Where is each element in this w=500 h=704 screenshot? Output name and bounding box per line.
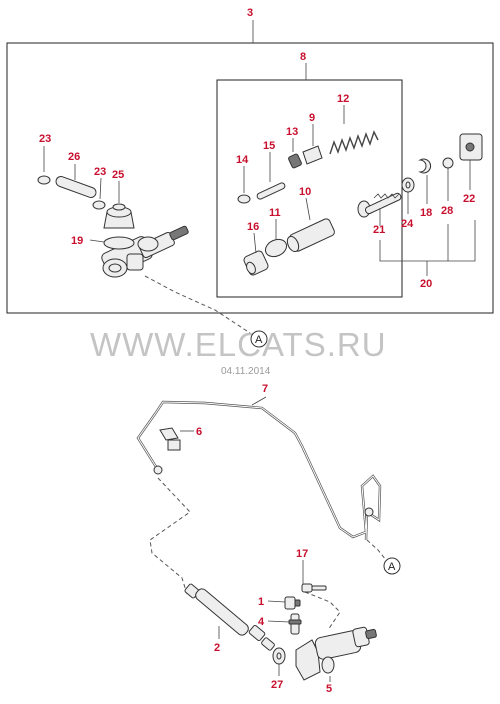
spring-12-part — [329, 130, 379, 155]
label-9: 9 — [309, 112, 315, 124]
label-2: 2 — [214, 642, 220, 654]
label-22: 22 — [463, 193, 475, 205]
label-28: 28 — [441, 205, 453, 217]
hose-26-part — [55, 176, 97, 198]
clip-23-lower-part — [92, 200, 106, 210]
washer-28-part — [442, 157, 454, 169]
label-15: 15 — [263, 140, 275, 152]
clip-18-part — [418, 158, 432, 174]
leader-16 — [253, 232, 257, 254]
label-14: 14 — [236, 154, 249, 166]
label-23-lower: 23 — [94, 166, 106, 178]
dashed-to-ref-a-bottom — [366, 539, 387, 561]
slave-cylinder-5-part — [295, 626, 377, 681]
pipe-7-part — [136, 400, 382, 541]
ref-a-bottom-text: A — [388, 561, 396, 573]
fitting-4-part — [288, 613, 302, 635]
bracket-20-frame — [379, 220, 476, 262]
pushrod-15-part — [256, 182, 286, 200]
label-5: 5 — [326, 683, 332, 695]
label-12: 12 — [337, 93, 349, 105]
label-27: 27 — [271, 679, 283, 691]
master-cylinder-assembly-box — [6, 42, 494, 314]
washer-27-hole — [276, 652, 282, 660]
reservoir-cap-25-part — [103, 203, 135, 229]
label-23-upper: 23 — [39, 133, 51, 145]
label-8: 8 — [300, 51, 306, 63]
label-25: 25 — [112, 169, 124, 181]
label-4: 4 — [258, 616, 265, 628]
watermark-text: WWW.ELCATS.RU — [90, 326, 387, 363]
repair-kit-box — [216, 79, 403, 298]
pipe-fitting-right — [364, 507, 374, 517]
label-3: 3 — [247, 7, 253, 19]
master-cylinder-part — [101, 225, 189, 278]
label-21: 21 — [373, 224, 385, 236]
pushrod-21-part — [357, 192, 402, 218]
label-10: 10 — [299, 186, 311, 198]
label-18: 18 — [420, 207, 432, 219]
clip-6-part — [159, 427, 181, 451]
label-26: 26 — [68, 151, 80, 163]
leader-4 — [267, 620, 290, 623]
label-20: 20 — [420, 278, 432, 290]
clip-23-upper-part — [37, 175, 51, 185]
label-24: 24 — [401, 218, 414, 230]
bolt-17-part — [301, 583, 327, 593]
label-7: 7 — [262, 383, 268, 395]
ref-circle-a-bottom — [383, 557, 401, 575]
label-11: 11 — [269, 207, 281, 219]
dashed-bolt-17 — [304, 591, 341, 631]
ring-14-part — [237, 194, 251, 204]
label-19: 19 — [71, 235, 83, 247]
oring-19-part — [103, 236, 135, 250]
pipe-fitting-top — [153, 465, 163, 475]
ref-a-top-text: A — [255, 334, 263, 346]
label-1: 1 — [258, 596, 264, 608]
label-16: 16 — [247, 221, 259, 233]
valve-spring-13-part — [288, 153, 302, 169]
label-13: 13 — [286, 126, 298, 138]
label-6: 6 — [196, 426, 202, 438]
leader-10 — [305, 197, 311, 221]
clevis-22-part — [459, 133, 483, 161]
dashed-pipe-to-hose — [149, 477, 191, 595]
seal-11-part — [264, 238, 288, 258]
nut-24-hole — [405, 181, 411, 189]
leader-23b — [99, 177, 102, 200]
seat-9-part — [302, 145, 323, 165]
piston-10-part — [286, 218, 335, 253]
date-text: 04.11.2014 — [221, 366, 271, 377]
label-17: 17 — [296, 548, 308, 560]
hose-2-part — [184, 583, 275, 651]
cup-16-part — [243, 250, 269, 276]
dashed-to-ref-a-top — [144, 275, 251, 334]
leader-7 — [251, 396, 267, 406]
leader-19 — [89, 239, 105, 243]
ref-circle-a-top — [250, 330, 268, 348]
bleeder-1-part — [284, 596, 301, 610]
leader-1 — [267, 600, 286, 603]
